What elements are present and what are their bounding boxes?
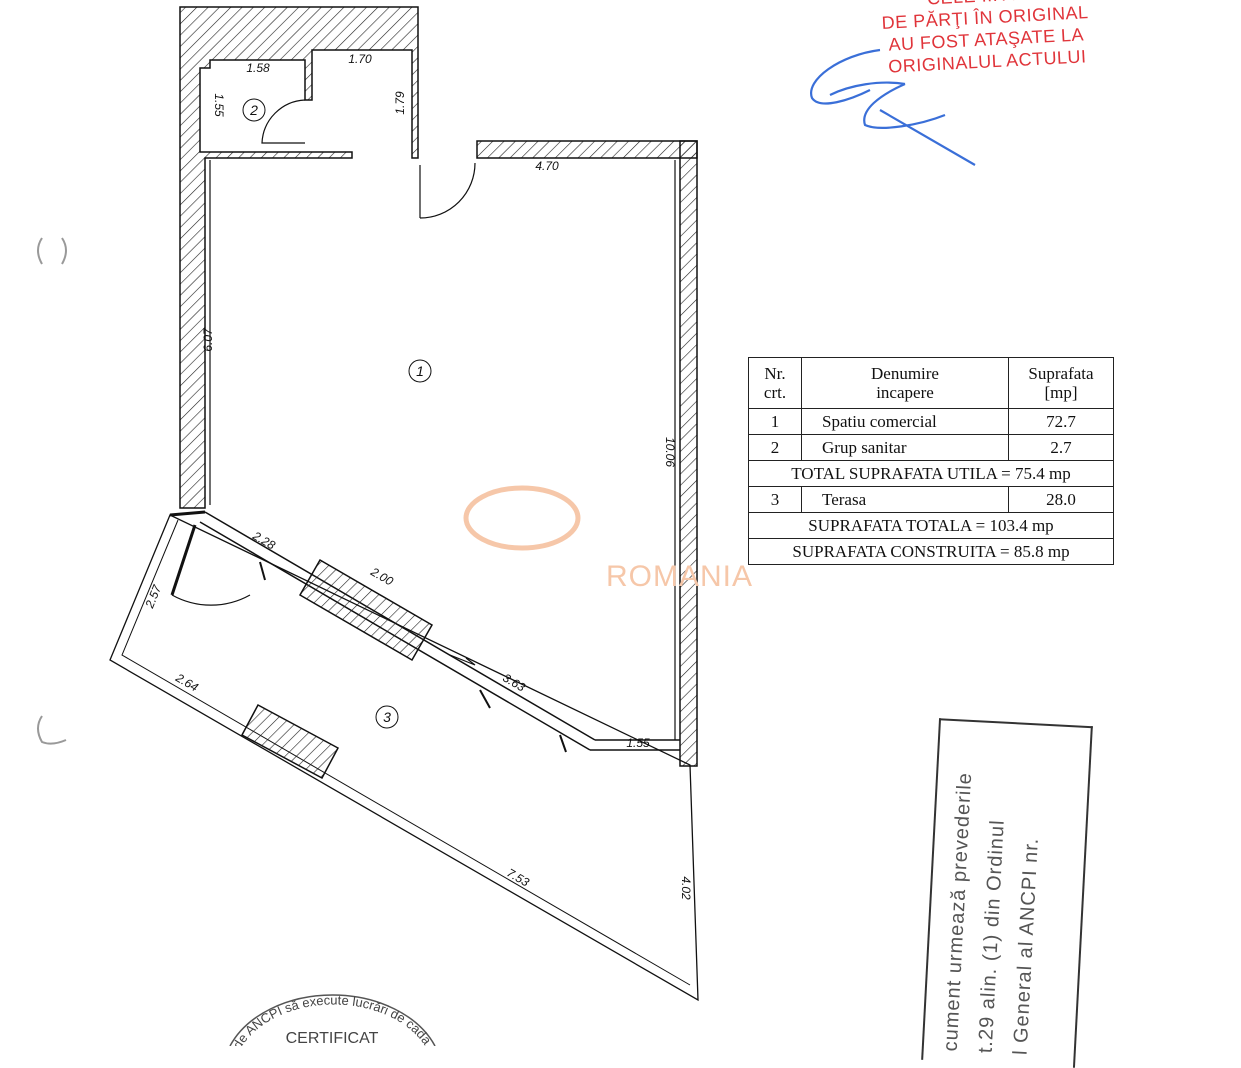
wall-top	[179, 6, 419, 509]
table-total-row: TOTAL SUPRAFATA UTILA = 75.4 mp	[748, 460, 1114, 487]
round-stamp: de ANCPI să execute lucrări de cada CERT…	[229, 993, 436, 1046]
room-label-2: 2	[242, 98, 266, 122]
dim-front-c: 1.55	[626, 736, 650, 750]
red-stamp: CELE ... ARE DE PĂRŢI ÎN ORIGINAL AU FOS…	[880, 0, 1091, 78]
dim-front-window: 2.00	[368, 564, 396, 588]
svg-text:1: 1	[416, 363, 424, 379]
hole-punch	[37, 715, 67, 745]
wall-top-right	[476, 140, 698, 159]
dim-terrace-right: 4.02	[679, 876, 693, 900]
room-label-1: 1	[408, 359, 432, 383]
dim-front-a: 2.28	[250, 528, 278, 552]
door-entrance	[419, 162, 476, 219]
dim-bath-depth: 1.55	[212, 93, 226, 117]
dim-bath-width: 1.58	[246, 61, 270, 75]
table-total-row: SUPRAFATA TOTALA = 103.4 mp	[748, 512, 1114, 539]
svg-text:3: 3	[383, 709, 391, 725]
svg-text:CERTIFICAT: CERTIFICAT	[286, 1030, 379, 1046]
dim-terrace-long: 7.53	[504, 866, 532, 890]
wall-front	[169, 510, 680, 753]
dim-terrace-a: 2.64	[173, 670, 201, 694]
dim-room-width: 4.70	[535, 159, 559, 173]
watermark-logo	[463, 485, 581, 551]
floor-plan: 1 2 3 1.58 1.70 1.55 1.79 4.70 6.07 10.0…	[37, 6, 976, 1046]
box-stamp: cument urmează prevederile t.29 alin. (1…	[921, 718, 1093, 1068]
hole-punch	[37, 237, 67, 265]
watermark-text: ROMANIA	[606, 560, 754, 593]
dim-front-b: 3.63	[500, 671, 528, 695]
room-label-3: 3	[375, 705, 399, 729]
dim-hall-depth: 1.79	[393, 91, 407, 115]
svg-text:2: 2	[249, 102, 258, 118]
table-total-row: SUPRAFATA CONSTRUITA = 85.8 mp	[748, 538, 1114, 565]
door-bathroom	[261, 99, 306, 144]
dim-terrace-side: 2.57	[142, 582, 165, 611]
terrace-column	[240, 703, 340, 780]
wall-right	[679, 140, 698, 767]
signature	[810, 48, 976, 166]
terrace-outline	[109, 514, 699, 1002]
dim-left-wall: 6.07	[201, 327, 215, 352]
dim-right-wall: 10.06	[663, 437, 677, 467]
dim-hall-width: 1.70	[348, 52, 372, 66]
